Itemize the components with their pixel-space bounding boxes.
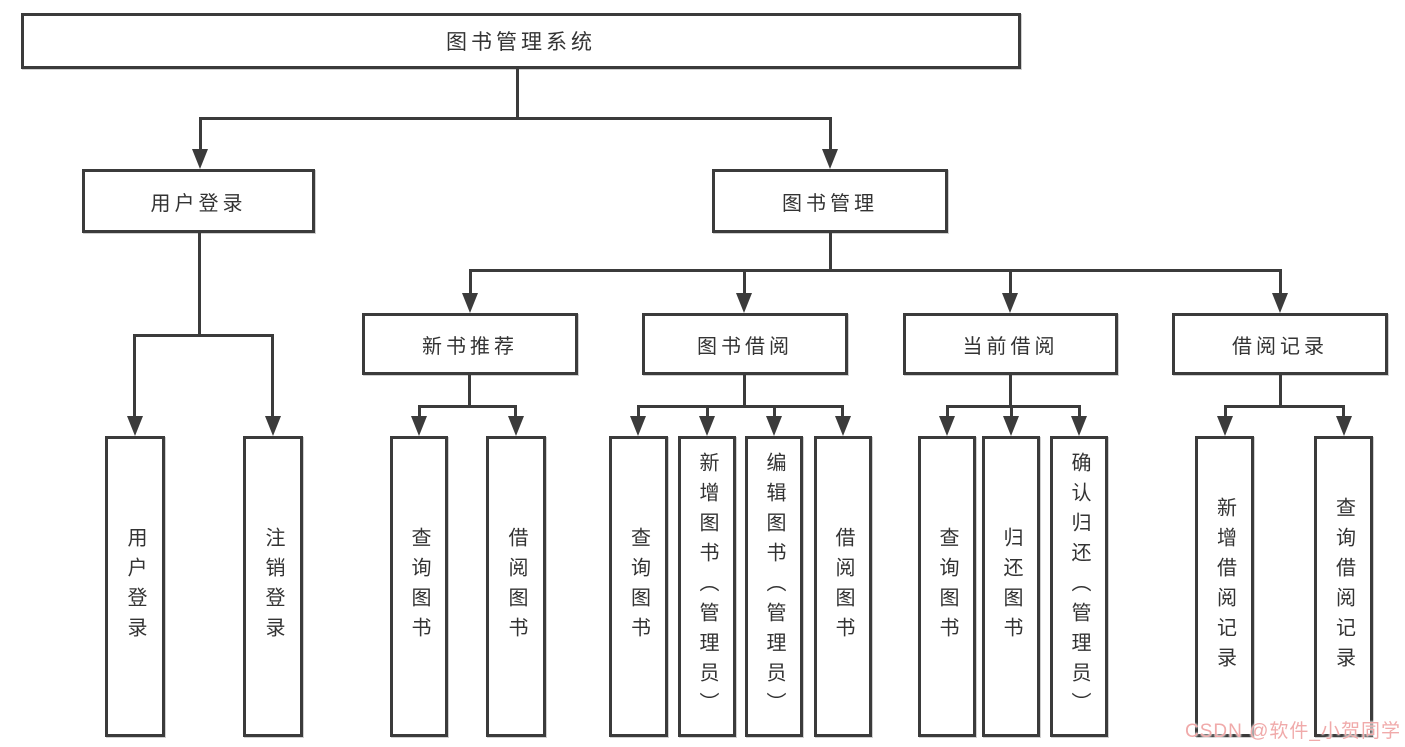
connector-line	[1279, 375, 1282, 408]
connector-line	[134, 334, 273, 337]
leaf-cb-return-books: 归还图书	[982, 436, 1040, 737]
connector-line	[199, 117, 831, 120]
node-user-login-label: 用户登录	[150, 192, 247, 215]
connector-line	[1009, 269, 1012, 295]
leaf-nb-borrow-books-label: 借阅图书	[505, 526, 527, 647]
arrowhead-icon	[835, 416, 851, 436]
leaf-bb-edit-books: 编辑图书（管理员）	[745, 436, 803, 737]
leaf-bb-borrow-books: 借阅图书	[814, 436, 872, 737]
connector-line	[468, 375, 471, 408]
leaf-br-query-record: 查询借阅记录	[1314, 436, 1373, 737]
node-current-borrow: 当前借阅	[903, 313, 1118, 375]
connector-line	[271, 334, 274, 418]
leaf-cb-return-books-label: 归还图书	[1000, 526, 1022, 647]
leaf-bb-query-books: 查询图书	[609, 436, 668, 737]
leaf-logout-label: 注销登录	[262, 526, 284, 647]
leaf-user-login-label: 用户登录	[124, 526, 146, 647]
node-borrow-records-label: 借阅记录	[1232, 335, 1328, 358]
connector-line	[841, 405, 844, 418]
connector-line	[516, 69, 519, 120]
connector-line	[198, 233, 201, 337]
connector-line	[1342, 405, 1345, 418]
connector-line	[829, 233, 832, 272]
arrowhead-icon	[1272, 293, 1288, 313]
connector-line	[743, 375, 746, 408]
arrowhead-icon	[127, 416, 143, 436]
connector-line	[1224, 405, 1344, 408]
connector-line	[1009, 375, 1012, 408]
connector-line	[706, 405, 709, 418]
leaf-cb-confirm-return: 确认归还（管理员）	[1050, 436, 1108, 737]
node-book-borrow: 图书借阅	[642, 313, 848, 375]
leaf-bb-add-books-label: 新增图书（管理员）	[696, 451, 718, 722]
arrowhead-icon	[699, 416, 715, 436]
leaf-logout: 注销登录	[243, 436, 303, 737]
connector-line	[743, 269, 746, 295]
arrowhead-icon	[265, 416, 281, 436]
arrowhead-icon	[411, 416, 427, 436]
node-current-borrow-label: 当前借阅	[962, 335, 1059, 358]
arrowhead-icon	[1336, 416, 1352, 436]
leaf-user-login: 用户登录	[105, 436, 165, 737]
connector-line	[637, 405, 640, 418]
arrowhead-icon	[1071, 416, 1087, 436]
node-user-login: 用户登录	[82, 169, 315, 233]
node-book-mgmt-label: 图书管理	[782, 192, 878, 215]
connector-line	[418, 405, 517, 408]
node-borrow-records: 借阅记录	[1172, 313, 1388, 375]
leaf-bb-borrow-books-label: 借阅图书	[832, 526, 854, 647]
leaf-br-query-record-label: 查询借阅记录	[1332, 496, 1355, 677]
node-root: 图书管理系统	[21, 13, 1021, 69]
leaf-cb-query-books: 查询图书	[918, 436, 976, 737]
arrowhead-icon	[736, 293, 752, 313]
arrowhead-icon	[630, 416, 646, 436]
connector-line	[829, 117, 832, 151]
node-new-book-rec: 新书推荐	[362, 313, 578, 375]
arrowhead-icon	[1003, 416, 1019, 436]
leaf-br-add-record-label: 新增借阅记录	[1213, 496, 1236, 677]
arrowhead-icon	[766, 416, 782, 436]
node-root-label: 图书管理系统	[446, 31, 596, 54]
leaf-nb-query-books-label: 查询图书	[408, 526, 430, 647]
connector-line	[469, 269, 1281, 272]
arrowhead-icon	[462, 293, 478, 313]
arrowhead-icon	[939, 416, 955, 436]
arrowhead-icon	[1217, 416, 1233, 436]
leaf-nb-query-books: 查询图书	[390, 436, 448, 737]
connector-line	[469, 269, 472, 295]
connector-line	[418, 405, 421, 418]
leaf-bb-query-books-label: 查询图书	[627, 526, 650, 647]
connector-line	[1279, 269, 1282, 295]
connector-line	[1224, 405, 1227, 418]
arrowhead-icon	[192, 149, 208, 169]
leaf-cb-confirm-return-label: 确认归还（管理员）	[1068, 451, 1090, 722]
node-book-mgmt: 图书管理	[712, 169, 948, 233]
arrowhead-icon	[508, 416, 524, 436]
arrowhead-icon	[822, 149, 838, 169]
arrowhead-icon	[1002, 293, 1018, 313]
connector-line	[514, 405, 517, 418]
connector-line	[946, 405, 949, 418]
leaf-bb-add-books: 新增图书（管理员）	[678, 436, 736, 737]
connector-line	[946, 405, 1080, 408]
connector-line	[133, 334, 136, 418]
node-new-book-rec-label: 新书推荐	[422, 335, 518, 358]
connector-line	[199, 117, 202, 151]
connector-line	[638, 405, 843, 408]
leaf-nb-borrow-books: 借阅图书	[486, 436, 546, 737]
connector-line	[1078, 405, 1081, 418]
csdn-watermark: CSDN @软件_小贺同学	[1185, 721, 1401, 742]
leaf-bb-edit-books-label: 编辑图书（管理员）	[763, 451, 785, 722]
connector-line	[1010, 405, 1013, 418]
node-book-borrow-label: 图书借阅	[697, 335, 793, 358]
leaf-cb-query-books-label: 查询图书	[936, 526, 958, 647]
connector-line	[773, 405, 776, 418]
leaf-br-add-record: 新增借阅记录	[1195, 436, 1254, 737]
